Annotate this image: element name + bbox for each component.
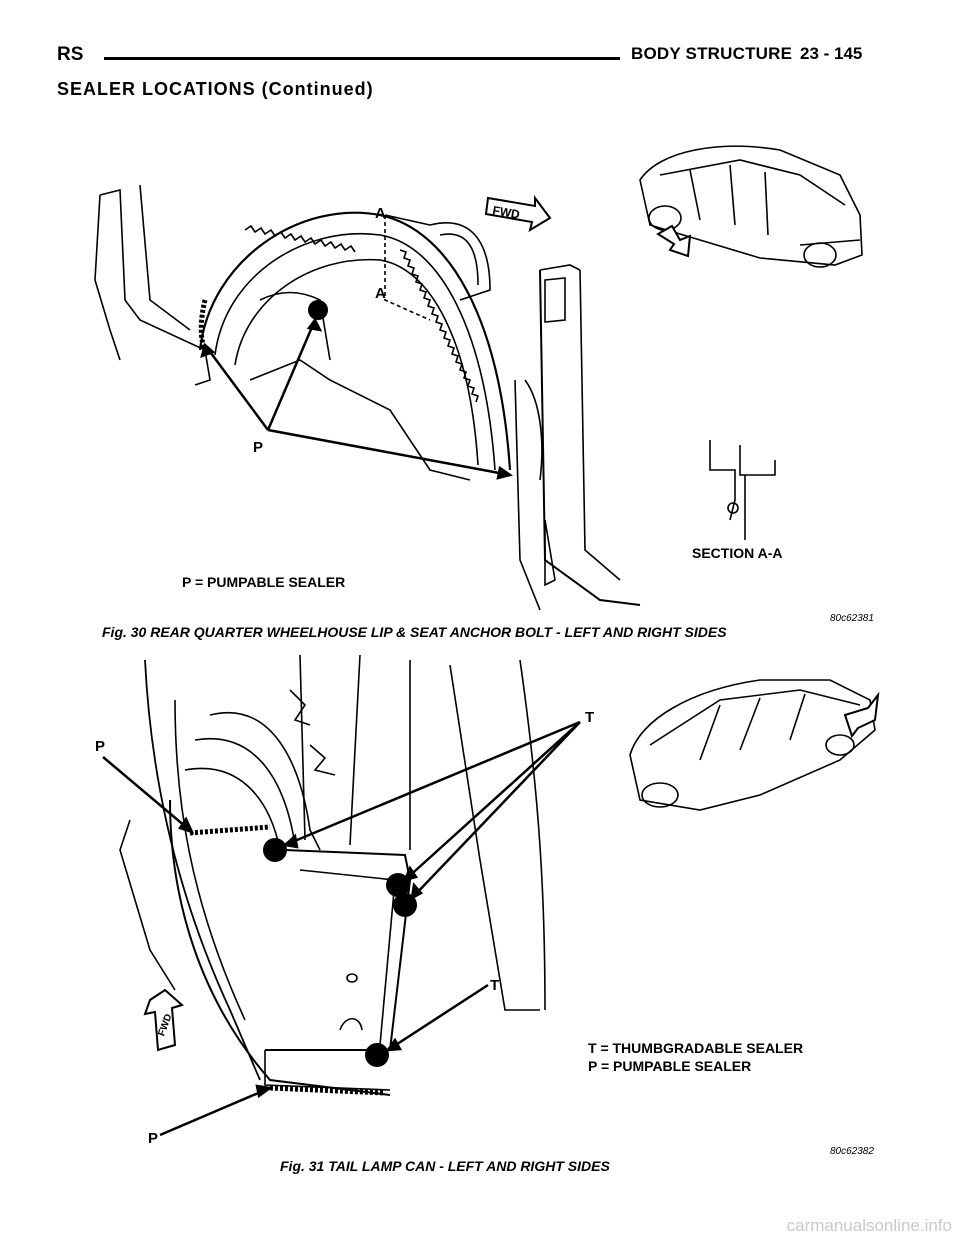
sealer-blob (386, 873, 410, 897)
fwd-label: FWD (491, 203, 521, 222)
header-title: BODY STRUCTURE (631, 44, 793, 63)
section-aa-label: SECTION A-A (692, 545, 782, 561)
header-page-number: 23 - 145 (800, 44, 863, 63)
sealer-blob (263, 838, 287, 862)
legend-pumpable: P = PUMPABLE SEALER (182, 574, 345, 590)
label-p: P (253, 439, 263, 456)
label-a-top: A (375, 205, 386, 222)
label-p-top: P (95, 738, 105, 755)
label-t-top: T (585, 709, 594, 726)
fwd-arrow (143, 988, 185, 1052)
figure-code: 80c62381 (830, 613, 874, 624)
header-section-code: RS (57, 44, 84, 65)
watermark: carmanualsonline.info (786, 1216, 952, 1235)
header-rule (104, 57, 620, 60)
view-arrow (656, 224, 692, 258)
label-a-bottom: A (375, 285, 386, 302)
sealer-blob (365, 1043, 389, 1067)
figure-30-caption: Fig. 30 REAR QUARTER WHEELHOUSE LIP & SE… (102, 624, 727, 640)
section-heading: SEALER LOCATIONS (Continued) (57, 79, 374, 99)
label-p-bottom: P (148, 1130, 158, 1147)
fwd-arrow (484, 195, 552, 233)
legend-thumbgradable: T = THUMBGRADABLE SEALER (588, 1040, 803, 1056)
legend-pumpable: P = PUMPABLE SEALER (588, 1058, 751, 1074)
view-arrow (843, 691, 880, 739)
figure-31-caption: Fig. 31 TAIL LAMP CAN - LEFT AND RIGHT S… (280, 1158, 610, 1174)
label-t-mid: T (490, 977, 499, 994)
sealer-blob (308, 300, 328, 320)
figure-31-illustration: FWD T T P P T = THUMBGRADABLE SEALER P =… (95, 654, 880, 1157)
figure-code: 80c62382 (830, 1146, 874, 1157)
figure-30-illustration: FWD A A P SECTION A-A P = PUMPABLE SEALE… (94, 145, 874, 624)
